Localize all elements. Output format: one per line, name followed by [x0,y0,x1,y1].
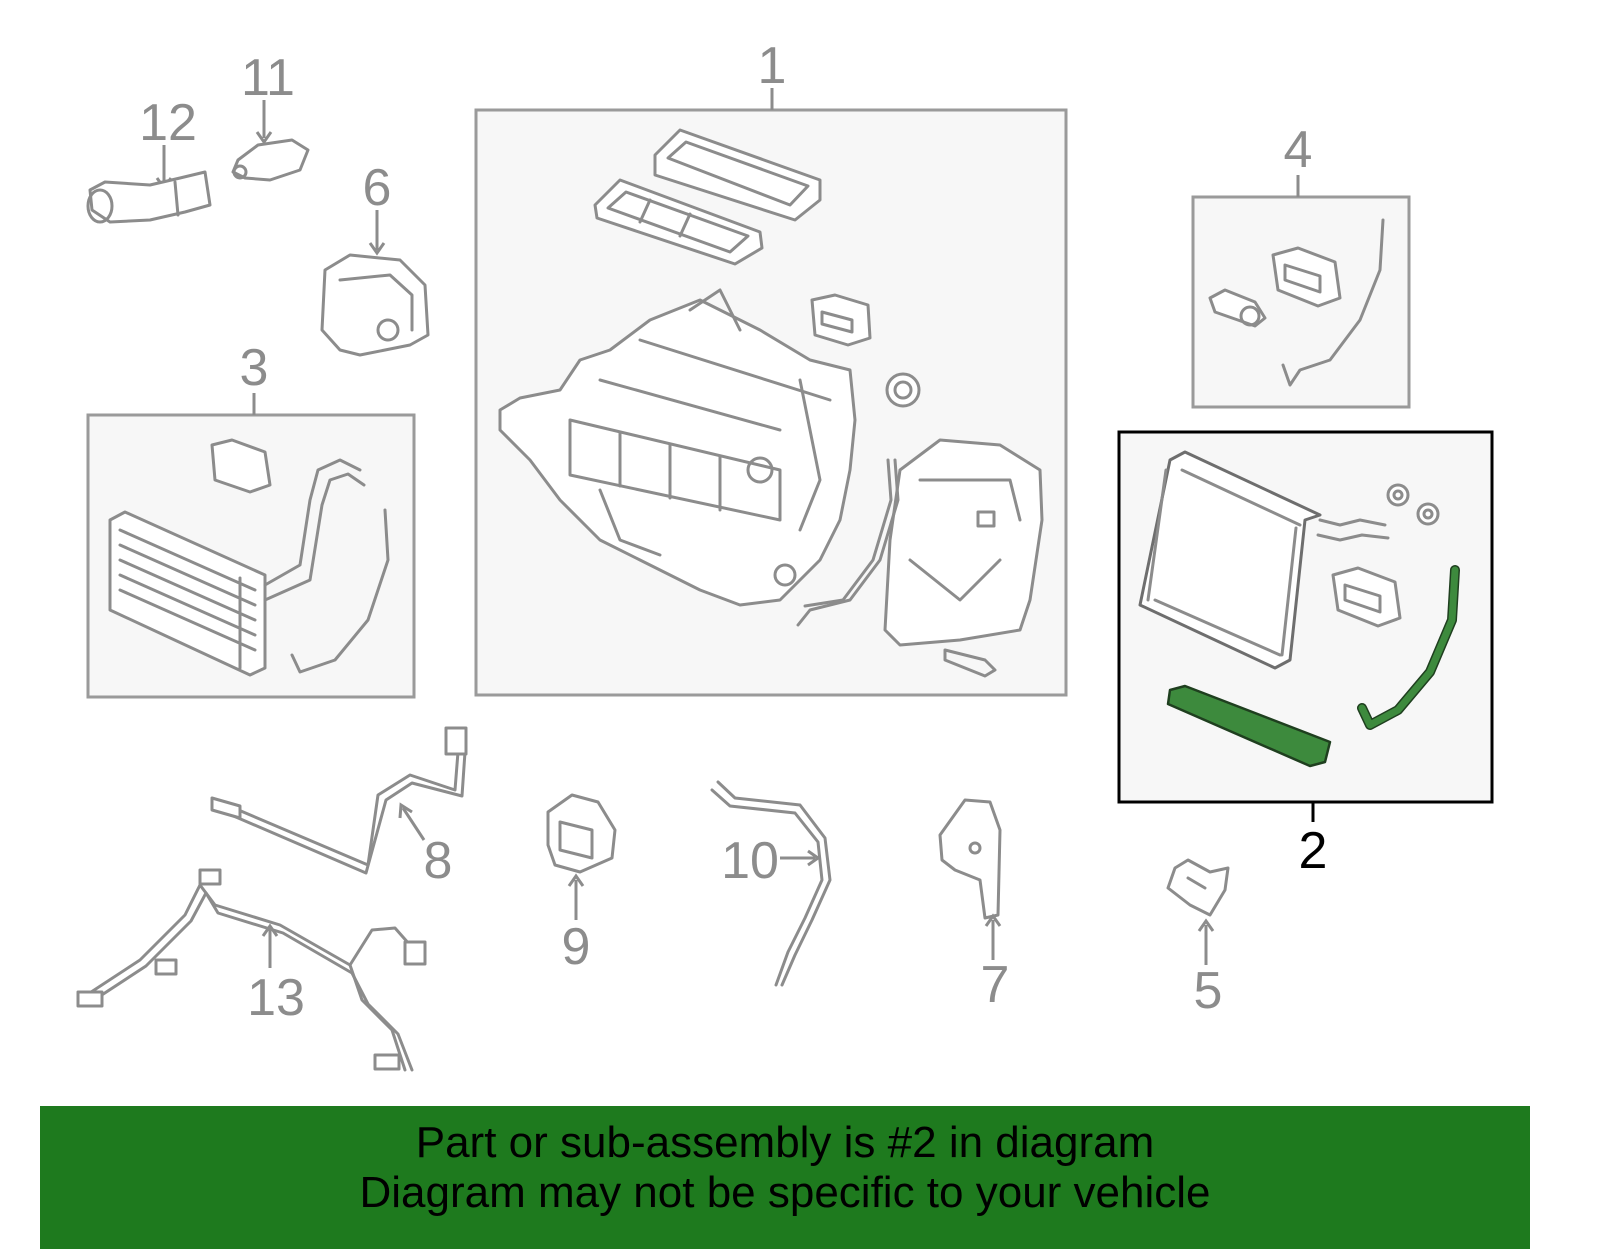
callout-11: 11 [241,49,295,107]
callout-4: 4 [1284,121,1313,179]
part-2-evaporator-assembly[interactable]: 2 [1117,430,1494,880]
callout-13: 13 [247,969,305,1027]
part-11-sensor[interactable]: 11 [231,49,310,182]
part-6-actuator[interactable]: 6 [320,159,430,357]
part-1-hvac-unit[interactable]: 1 [474,37,1068,697]
part-8-wire-harness[interactable]: 8 [210,726,468,890]
callout-5: 5 [1194,962,1223,1020]
part-10-drain-hose[interactable]: 10 [710,780,832,987]
part-4-sensor-kit[interactable]: 4 [1191,121,1411,409]
callout-6: 6 [363,159,392,217]
highlight-banner: Part or sub-assembly is #2 in diagram Di… [40,1106,1530,1249]
banner-line-1: Part or sub-assembly is #2 in diagram [415,1118,1155,1167]
banner-line-2: Diagram may not be specific to your vehi… [359,1168,1211,1217]
part-5-clip[interactable]: 5 [1166,858,1230,1020]
part-13-wire-harness[interactable]: 13 [76,868,427,1072]
part-2-seal-strip [1166,684,1332,768]
callout-3: 3 [240,339,269,397]
part-3-heater-core[interactable]: 3 [86,339,416,699]
callout-2: 2 [1299,822,1328,880]
callout-1: 1 [758,37,787,95]
callout-12: 12 [139,94,197,152]
callout-10: 10 [721,832,779,890]
part-12-hose[interactable]: 12 [86,94,212,224]
callout-9: 9 [562,918,591,976]
part-9-resistor[interactable]: 9 [546,793,617,976]
callout-7: 7 [981,956,1010,1014]
callout-8: 8 [424,832,453,890]
part-7-bracket[interactable]: 7 [938,798,1010,1014]
